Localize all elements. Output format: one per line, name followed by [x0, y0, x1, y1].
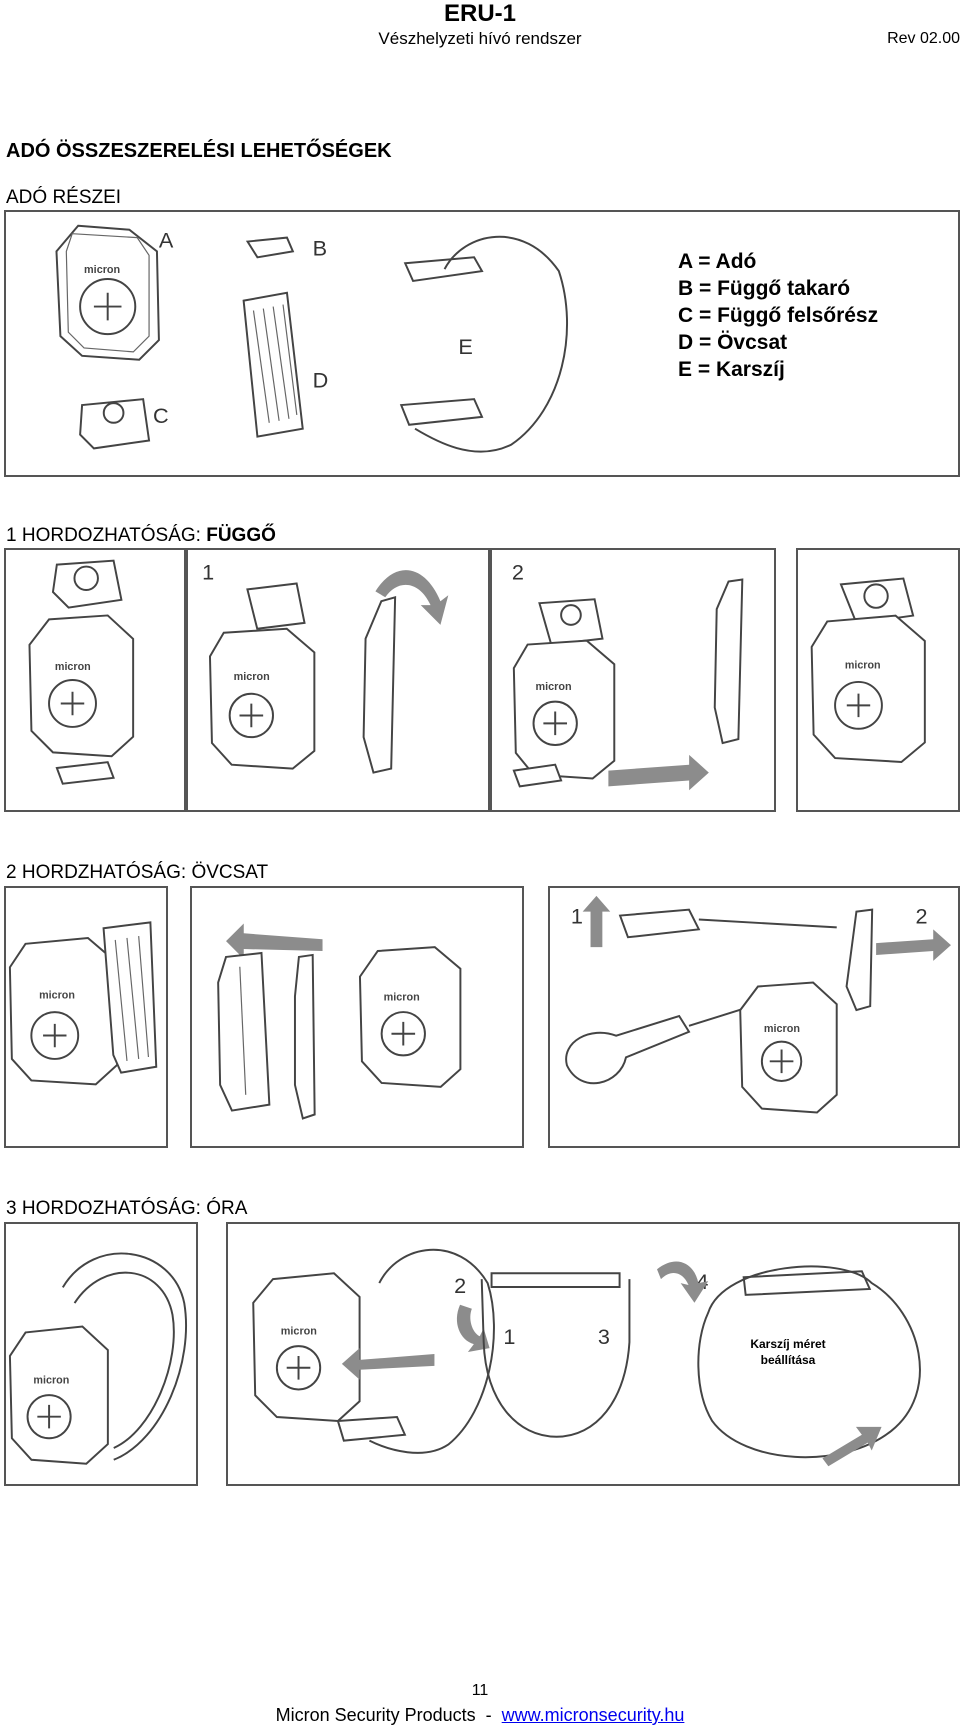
- svg-text:D: D: [313, 367, 329, 392]
- legend-item-c: C = Függő felsőrész: [678, 304, 879, 327]
- document-subtitle: Vészhelyzeti hívó rendszer: [378, 29, 582, 48]
- legend-item-e: E = Karszíj: [678, 358, 785, 381]
- svg-text:2: 2: [454, 1273, 466, 1298]
- footer-line: Micron Security Products - www.micronsec…: [0, 1705, 960, 1726]
- main-heading: ADÓ ÖSSZESZERELÉSI LEHETŐSÉGEK: [6, 140, 392, 162]
- svg-text:micron: micron: [39, 989, 75, 1001]
- legend-item-b: B = Függő takaró: [678, 277, 851, 300]
- revision-label: Rev 02.00: [887, 30, 960, 47]
- pendant-step-2-panel: 2 micron: [490, 548, 776, 812]
- svg-text:micron: micron: [84, 264, 120, 276]
- parts-illustration: micron A B C D E: [55, 224, 569, 453]
- svg-text:C: C: [153, 403, 169, 428]
- website-link[interactable]: www.micronsecurity.hu: [501, 1705, 685, 1725]
- pendant-step-1-panel: 1 micron: [186, 548, 490, 812]
- pendant-parts-panel: micron: [4, 548, 186, 812]
- strap-size-note: Karszíj méret beállítása: [750, 1337, 826, 1367]
- svg-text:micron: micron: [384, 991, 420, 1003]
- belt-parts-panel: micron: [4, 886, 168, 1148]
- svg-text:2: 2: [915, 903, 927, 928]
- svg-text:2: 2: [512, 560, 524, 585]
- svg-text:micron: micron: [55, 661, 91, 673]
- belt-step-2-panel: 1 2 micron: [548, 886, 960, 1148]
- pendant-heading: 1 HORDOZHATÓSÁG: FÜGGŐ: [6, 525, 276, 546]
- svg-text:E: E: [458, 334, 472, 359]
- legend-item-a: A = Adó: [678, 250, 757, 273]
- svg-text:micron: micron: [764, 1023, 800, 1035]
- svg-text:1: 1: [503, 1324, 515, 1349]
- legend-item-d: D = Övcsat: [678, 331, 788, 354]
- watch-heading: 3 HORDOZHATÓSÁG: ÓRA: [6, 1198, 248, 1219]
- svg-text:B: B: [313, 235, 327, 260]
- footer-company: Micron Security Products -: [275, 1705, 502, 1725]
- svg-text:micron: micron: [536, 681, 572, 693]
- svg-text:micron: micron: [845, 659, 881, 671]
- svg-text:micron: micron: [234, 671, 270, 683]
- watch-assembled-panel: micron: [4, 1222, 198, 1486]
- parts-legend: A = Adó B = Függő takaró C = Függő felső…: [678, 248, 878, 383]
- transmitter-drawing: micron: [55, 224, 160, 361]
- page-number: 11: [471, 1682, 489, 1699]
- svg-text:micron: micron: [33, 1374, 69, 1386]
- belt-clip-heading: 2 HORDZHATÓSÁG: ÖVCSAT: [6, 862, 269, 883]
- parts-heading: ADÓ RÉSZEI: [6, 187, 122, 208]
- svg-text:3: 3: [598, 1324, 610, 1349]
- watch-steps-panel: micron 2 1 3 4 Karszíj méret beállítása: [226, 1222, 960, 1486]
- belt-step-1-panel: micron: [190, 886, 524, 1148]
- parts-figure: micron A B C D E A = Adó B = Függő takar…: [4, 210, 960, 477]
- svg-text:1: 1: [202, 560, 214, 585]
- document-title: ERU-1: [443, 0, 516, 27]
- svg-text:1: 1: [571, 903, 583, 928]
- svg-text:micron: micron: [281, 1325, 317, 1337]
- pendant-assembled-panel: micron: [796, 548, 960, 812]
- svg-text:A: A: [159, 227, 174, 252]
